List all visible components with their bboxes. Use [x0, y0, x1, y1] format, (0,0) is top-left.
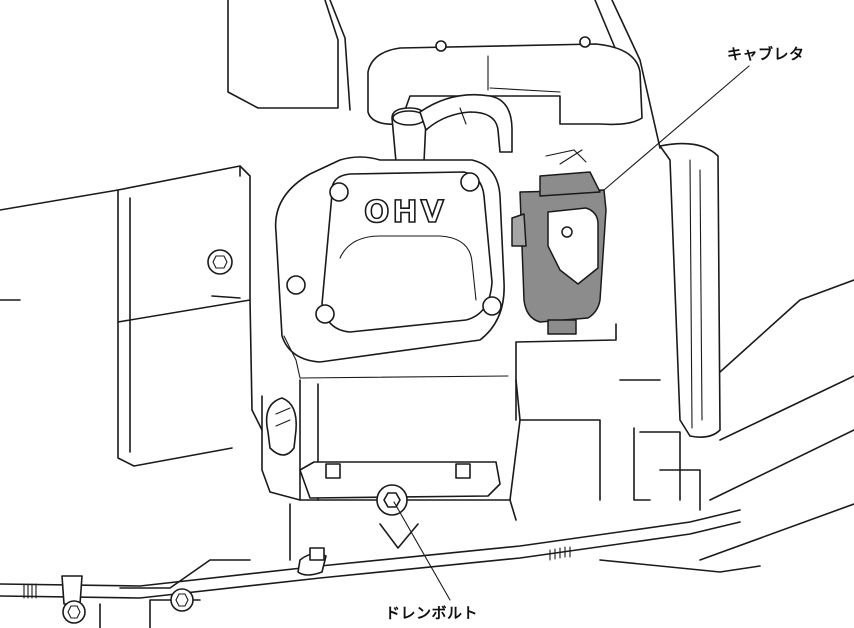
- lower-frame: [62, 559, 761, 628]
- left-frame: [0, 165, 263, 467]
- carburetor: [511, 149, 607, 335]
- drain-bolt-leader-line: [393, 501, 451, 601]
- fuel-tank: [227, 0, 661, 149]
- ohv-marking: OHV: [364, 195, 447, 230]
- right-housing: [515, 142, 854, 561]
- cylinder-head: OHV: [274, 156, 509, 379]
- engine-block: [261, 379, 601, 561]
- drain-bolt: [376, 484, 408, 516]
- drain-bolt-label: ドレンボルト: [385, 604, 479, 622]
- throttle-cable: [0, 509, 741, 605]
- breather-tube: [391, 93, 513, 163]
- carburetor-leader-line: [603, 65, 750, 191]
- carburetor-label: キャブレタ: [727, 45, 805, 63]
- intake-cover: [367, 36, 643, 126]
